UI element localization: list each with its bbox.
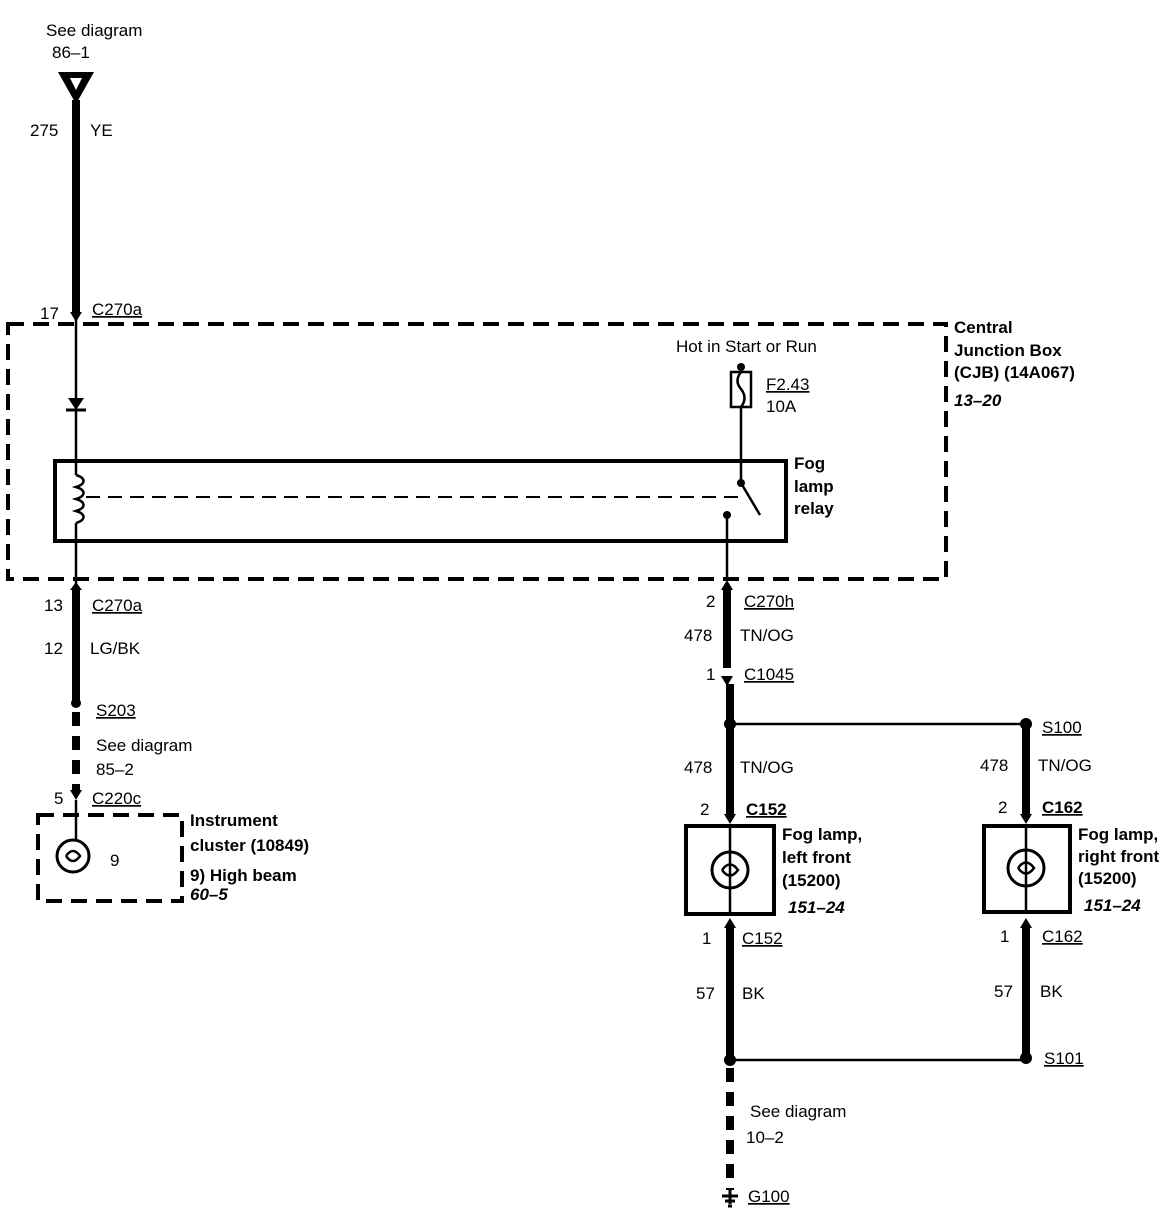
splice-s100-label: S100: [1042, 718, 1082, 737]
wire-478b-number: 478: [684, 758, 712, 777]
splice-s101-left: [724, 1054, 736, 1066]
fog-lamp-right-icon: [1006, 826, 1046, 912]
wire-57a-color: BK: [742, 984, 765, 1003]
ground-g100-icon: [722, 1190, 738, 1208]
relay-label-line2: lamp: [794, 477, 834, 496]
fog-right-label-line3: (15200): [1078, 869, 1137, 888]
wire-478c-number: 478: [980, 756, 1008, 775]
wire-57b-color: BK: [1040, 982, 1063, 1001]
fuse-name: F2.43: [766, 375, 809, 394]
connector-c152-bottom-pin: [724, 918, 736, 928]
c152-bottom-connector: C152: [742, 929, 783, 948]
see-diagram-85-ref: 85–2: [96, 760, 134, 779]
connector-c270a-bottom-pin: [70, 582, 82, 590]
c152-bottom-pin-number: 1: [702, 929, 711, 948]
fog-left-ref: 151–24: [788, 898, 845, 917]
splice-s203: [71, 698, 81, 708]
connector-c270a-top-pin: [70, 312, 82, 322]
fog-right-label-line2: right front: [1078, 847, 1160, 866]
cjb-label-line1: Central: [954, 318, 1013, 337]
cjb-label-line2: Junction Box: [954, 341, 1062, 360]
instrument-cluster-box: [36, 813, 184, 903]
connector-c220c-pin: [70, 790, 82, 800]
fog-left-label-line2: left front: [782, 848, 851, 867]
wire-57b-number: 57: [994, 982, 1013, 1001]
cluster-label-line1: Instrument: [190, 811, 278, 830]
c270a-top-pin-number: 17: [40, 304, 59, 323]
fog-right-label-line1: Fog lamp,: [1078, 825, 1158, 844]
wire-478a-number: 478: [684, 626, 712, 645]
wire-12-number: 12: [44, 639, 63, 658]
c220c-connector: C220c: [92, 789, 142, 808]
c162-bottom-connector: C162: [1042, 927, 1083, 946]
c270h-pin-number: 2: [706, 592, 715, 611]
connector-c152-top-pin: [724, 814, 736, 824]
relay-coil: [71, 473, 85, 525]
c1045-connector: C1045: [744, 665, 794, 684]
see-diagram-label: See diagram: [46, 21, 142, 40]
see-diagram-10-label: See diagram: [750, 1102, 846, 1121]
c270a-bottom-pin-number: 13: [44, 596, 63, 615]
cluster-label-line3: 9) High beam: [190, 866, 297, 885]
wire-275-number: 275: [30, 121, 58, 140]
ground-g100-label: G100: [748, 1187, 790, 1206]
c162-bottom-pin-number: 1: [1000, 927, 1009, 946]
relay-label-line3: relay: [794, 499, 834, 518]
c270h-connector: C270h: [744, 592, 794, 611]
fog-lamp-left-icon: [710, 826, 750, 914]
splice-s101-label: S101: [1044, 1049, 1084, 1068]
hot-in-start-or-run-label: Hot in Start or Run: [676, 337, 817, 356]
wire-478b-color: TN/OG: [740, 758, 794, 777]
c220c-pin-number: 5: [54, 789, 63, 808]
wire-478c-color: TN/OG: [1038, 756, 1092, 775]
c1045-pin-number: 1: [706, 665, 715, 684]
fuse-supply-point: [737, 363, 745, 371]
splice-s203-label: S203: [96, 701, 136, 720]
see-diagram-86-1-marker: [58, 72, 94, 104]
wire-275-color: YE: [90, 121, 113, 140]
connector-c162-bottom-pin: [1020, 918, 1032, 928]
fuse-rating: 10A: [766, 397, 797, 416]
relay-switch-contact: [739, 482, 762, 516]
fuse-element-icon: [736, 371, 746, 408]
diode-symbol: [66, 398, 86, 412]
fog-lamp-relay-box: [53, 459, 788, 543]
c162-top-pin-number: 2: [998, 798, 1007, 817]
cluster-label-line2: cluster (10849): [190, 836, 309, 855]
cluster-pin-number: 9: [110, 851, 119, 870]
central-junction-box: [6, 322, 948, 581]
c152-top-connector: C152: [746, 800, 787, 819]
c270a-bottom-connector: C270a: [92, 596, 143, 615]
connector-c1045-pin: [721, 676, 733, 686]
wire-12-color: LG/BK: [90, 639, 141, 658]
cluster-ref: 60–5: [190, 885, 228, 904]
connector-c270h-pin: [721, 580, 733, 590]
fog-left-label-line3: (15200): [782, 871, 841, 890]
cjb-ref: 13–20: [954, 391, 1002, 410]
see-diagram-ref: 86–1: [52, 43, 90, 62]
see-diagram-85-label: See diagram: [96, 736, 192, 755]
cjb-label-line3: (CJB) (14A067): [954, 363, 1075, 382]
c270a-top-connector: C270a: [92, 300, 143, 319]
wire-478a-color: TN/OG: [740, 626, 794, 645]
fog-left-label-line1: Fog lamp,: [782, 825, 862, 844]
c162-top-connector: C162: [1042, 798, 1083, 817]
relay-label-line1: Fog: [794, 454, 825, 473]
wire-57a-number: 57: [696, 984, 715, 1003]
splice-s101: [1020, 1052, 1032, 1064]
connector-c162-top-pin: [1020, 814, 1032, 824]
high-beam-lamp-icon: [55, 838, 91, 874]
see-diagram-10-ref: 10–2: [746, 1128, 784, 1147]
fog-right-ref: 151–24: [1084, 896, 1141, 915]
c152-top-pin-number: 2: [700, 800, 709, 819]
